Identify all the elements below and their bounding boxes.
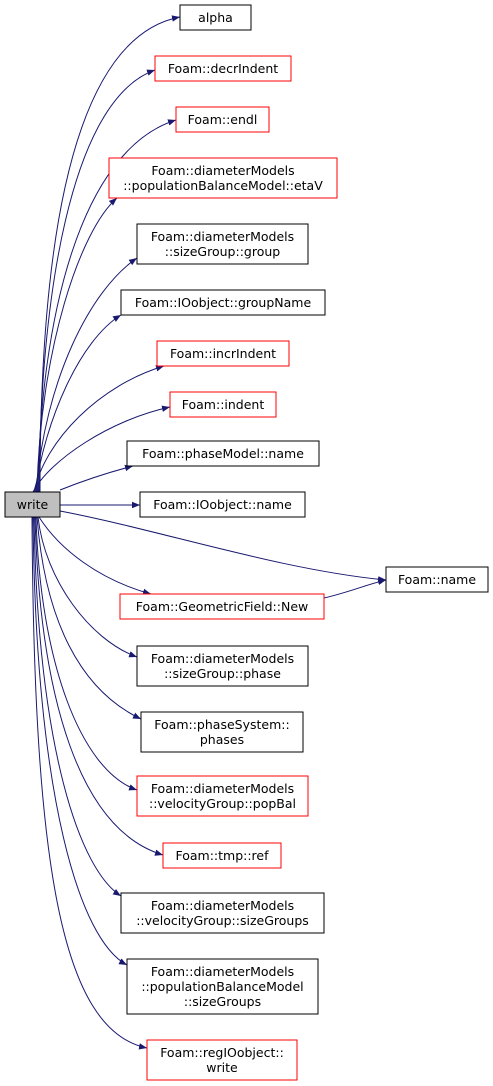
node-label: ::sizeGroup::group <box>165 244 281 259</box>
node-velocitygroup-sizegroups[interactable]: Foam::diameterModels::velocityGroup::siz… <box>120 892 325 934</box>
edge-geometricfield-new-to-foam-name <box>323 578 387 599</box>
node-label: Foam::diameterModels <box>151 898 294 913</box>
node-tmp-ref[interactable]: Foam::tmp::ref <box>162 842 282 869</box>
node-label: Foam::diameterModels <box>151 163 294 178</box>
node-box <box>120 289 326 316</box>
edge-write-root-to-decrindent <box>38 69 156 493</box>
edge-write-root-to-sizegroup-phase <box>37 516 138 658</box>
node-box <box>146 1039 298 1081</box>
edge-write-root-to-foam-name <box>59 510 387 583</box>
node-endl[interactable]: Foam::endl <box>175 106 270 133</box>
edge-write-root-to-regioobject-write <box>31 516 148 1050</box>
node-label: phases <box>200 732 244 747</box>
node-incrindent[interactable]: Foam::incrIndent <box>156 340 290 367</box>
node-box <box>108 157 338 199</box>
node-label: ::velocityGroup::popBal <box>149 796 296 811</box>
node-label: ::velocityGroup::sizeGroups <box>136 913 309 928</box>
edge-write-root-to-etav <box>36 197 118 493</box>
node-group[interactable]: Foam::diameterModels::sizeGroup::group <box>136 223 309 265</box>
edge-write-root-to-geometricfield-new <box>38 516 152 595</box>
node-sizegroup-phase[interactable]: Foam::diameterModels::sizeGroup::phase <box>136 645 309 687</box>
node-label: write <box>206 1060 238 1075</box>
node-decrindent[interactable]: Foam::decrIndent <box>154 55 292 82</box>
node-label: Foam::GeometricField::New <box>136 599 308 614</box>
node-phasemodel-name[interactable]: Foam::phaseModel::name <box>126 440 320 467</box>
node-label: ::populationBalanceModel <box>141 979 303 994</box>
edge-write-root-to-groupname <box>34 314 122 493</box>
node-box <box>162 842 282 869</box>
node-label: Foam::incrIndent <box>170 346 276 361</box>
node-popbal[interactable]: Foam::diameterModels::velocityGroup::pop… <box>136 775 309 817</box>
node-box <box>126 958 319 1015</box>
node-ioobject-name[interactable]: Foam::IOobject::name <box>139 491 306 518</box>
node-label: ::populationBalanceModel::etaV <box>123 178 323 193</box>
node-label: Foam::phaseSystem:: <box>154 717 289 732</box>
edges-layer <box>31 15 387 1050</box>
node-phasesystem-phases[interactable]: Foam::phaseSystem::phases <box>140 711 304 753</box>
node-box <box>136 645 309 687</box>
node-label: Foam::endl <box>188 112 258 127</box>
node-label: Foam::IOobject::name <box>153 497 292 512</box>
node-label: Foam::tmp::ref <box>175 848 269 863</box>
edge-write-root-to-indent <box>32 405 171 493</box>
node-label: Foam::regIOobject:: <box>160 1045 284 1060</box>
node-etav[interactable]: Foam::diameterModels::populationBalanceM… <box>108 157 338 199</box>
node-label: Foam::phaseModel::name <box>142 446 304 461</box>
node-label: Foam::diameterModels <box>151 651 294 666</box>
node-box <box>139 491 306 518</box>
node-label: alpha <box>198 10 233 25</box>
node-alpha[interactable]: alpha <box>179 4 252 31</box>
node-box <box>4 491 61 518</box>
node-pbm-sizegroups[interactable]: Foam::diameterModels::populationBalanceM… <box>126 958 319 1015</box>
node-box <box>126 440 320 467</box>
node-box <box>169 391 277 418</box>
node-box <box>136 775 309 817</box>
node-groupname[interactable]: Foam::IOobject::groupName <box>120 289 326 316</box>
root-node-write[interactable]: write <box>4 491 61 518</box>
node-box <box>175 106 270 133</box>
node-box <box>385 566 489 593</box>
node-label: Foam::decrIndent <box>168 61 278 76</box>
node-label: ::sizeGroups <box>184 994 261 1009</box>
node-box <box>154 55 292 82</box>
edge-write-root-to-incrindent <box>33 365 165 493</box>
node-label: Foam::diameterModels <box>151 964 294 979</box>
node-box <box>120 892 325 934</box>
node-label: Foam::IOobject::groupName <box>135 295 312 310</box>
node-label: write <box>17 497 49 512</box>
edge-write-root-to-phasemodel-name <box>59 464 134 491</box>
node-label: Foam::diameterModels <box>151 781 294 796</box>
edge-write-root-to-pbm-sizegroups <box>32 516 128 966</box>
node-label: Foam::name <box>398 572 476 587</box>
edge-write-root-to-phasesystem-phases <box>36 516 142 720</box>
node-box <box>179 4 252 31</box>
node-label: Foam::diameterModels <box>151 229 294 244</box>
node-geometricfield-new[interactable]: Foam::GeometricField::New <box>119 593 325 620</box>
node-box <box>119 593 325 620</box>
node-label: Foam::indent <box>182 397 265 412</box>
node-label: ::sizeGroup::phase <box>164 666 281 681</box>
edge-write-root-to-velocitygroup-sizegroups <box>33 516 122 897</box>
edge-write-root-to-popbal <box>35 516 138 791</box>
edge-write-root-to-tmp-ref <box>34 516 164 856</box>
node-foam-name[interactable]: Foam::name <box>385 566 489 593</box>
nodes-layer: write alphaFoam::decrIndentFoam::endlFoam… <box>4 4 489 1081</box>
edge-write-root-to-group <box>35 257 138 493</box>
node-box <box>136 223 309 265</box>
node-indent[interactable]: Foam::indent <box>169 391 277 418</box>
node-box <box>140 711 304 753</box>
node-box <box>156 340 290 367</box>
node-regioobject-write[interactable]: Foam::regIOobject::write <box>146 1039 298 1081</box>
